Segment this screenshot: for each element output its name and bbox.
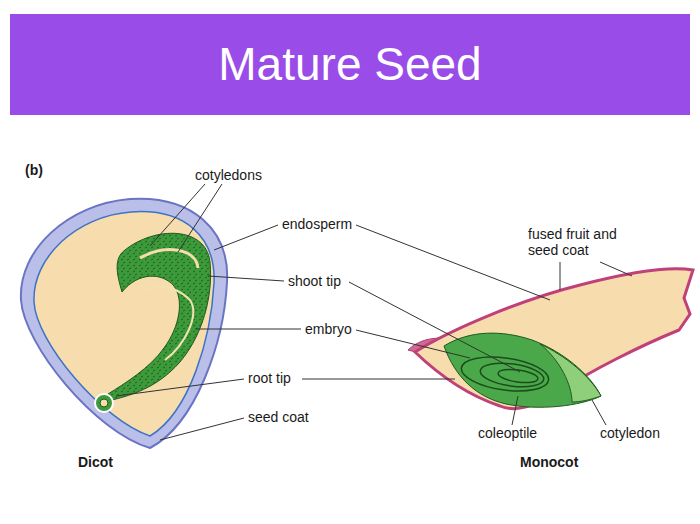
figure-label: Monocot [520,454,578,470]
coleoptile-loops [459,352,551,396]
title: Mature Seed [10,38,690,90]
part-label: fused fruit and seed coat [528,226,646,258]
figure-label: Dicot [78,454,113,470]
part-label: embryo [305,321,352,337]
part-label: coleoptile [478,425,537,441]
dicot-root-core [100,399,108,407]
dicot-cotyledon-inner [128,287,193,360]
monocot-cotyledon [540,344,601,402]
dicot-seed-coat [21,199,227,448]
part-label: shoot tip [288,273,341,289]
dicot-embryo [108,233,211,400]
part-label: cotyledons [195,167,262,183]
dicot-cotyledon-fold [140,250,198,268]
figure-label: (b) [25,162,43,178]
dicot-root-tip [95,394,113,412]
part-label: cotyledon [600,425,660,441]
part-label: seed coat [248,409,309,425]
part-label: root tip [248,370,291,386]
dicot-endosperm [34,212,214,436]
part-label: endosperm [282,216,352,232]
leader-lines [116,184,632,440]
